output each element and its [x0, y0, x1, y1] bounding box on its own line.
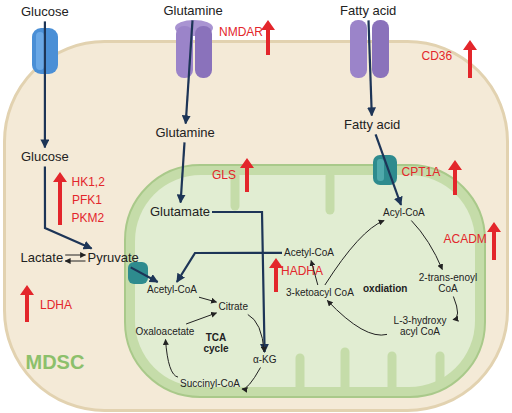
- metabolite-name: Glutamine: [156, 126, 215, 141]
- metabolite-node: Fatty acid: [344, 118, 400, 133]
- receptor-label: NMDAR: [219, 26, 263, 40]
- enzyme-label: LDHA: [40, 299, 72, 313]
- metabolite-name: L-3-hydroxy acyl CoA: [389, 315, 451, 338]
- metabolite-node: Glutamine: [164, 4, 223, 19]
- enzyme-label: CPT1A: [402, 166, 441, 180]
- cell-body: MDSC Glucose Glutamine Fatty acidGlutamateL…: [3, 40, 509, 412]
- metabolite-name: Acyl-CoA: [383, 207, 425, 219]
- metabolite-node: Oxaloacetate: [136, 326, 195, 338]
- metabolite-name: 3-ketoacyl CoA: [286, 287, 354, 299]
- enzyme-label: HK1,2: [72, 176, 105, 190]
- metabolite-name: α-KG: [253, 354, 277, 366]
- metabolite-node: Fatty acid: [340, 4, 396, 19]
- metabolite-name: Acetyl-CoA: [147, 284, 197, 296]
- metabolite-node: 3-ketoacyl CoA: [286, 287, 354, 299]
- metabolite-name: Glutamine: [164, 4, 223, 19]
- receptor-label: CD36: [422, 50, 453, 64]
- metabolite-node: Glutamate: [150, 205, 210, 220]
- metabolite-node: Acetyl-CoA: [284, 247, 334, 259]
- metabolite-name: Glutamate: [150, 205, 210, 220]
- enzyme-label: ACADM: [444, 233, 487, 247]
- metabolite-name: 2-trans-enoyl CoA: [417, 272, 479, 295]
- cycle-name: TCA cycle: [198, 332, 234, 355]
- metabolite-name: Succinyl-CoA: [180, 378, 240, 390]
- cycle-name: oxdiation: [363, 283, 407, 295]
- metabolite-node: Succinyl-CoA: [180, 378, 240, 390]
- metabolite-name: Citrate: [219, 301, 248, 313]
- metabolite-name: Glucose: [21, 150, 69, 165]
- metabolite-node: α-KG: [253, 354, 277, 366]
- enzyme-label: HADHA: [281, 265, 323, 279]
- metabolite-name: Glucose: [21, 5, 69, 20]
- metabolite-node: L-3-hydroxy acyl CoA: [389, 315, 451, 338]
- enzyme-label: PFK1: [72, 194, 102, 208]
- metabolite-node: Pyruvate: [88, 251, 139, 266]
- metabolite-name: Fatty acid: [344, 118, 400, 133]
- metabolite-name: Oxaloacetate: [136, 326, 195, 338]
- metabolite-node: Glucose: [21, 150, 69, 165]
- metabolite-name: Lactate: [21, 251, 64, 266]
- metabolite-name: Pyruvate: [88, 251, 139, 266]
- metabolite-node: Acyl-CoA: [383, 207, 425, 219]
- cell-name: MDSC: [26, 351, 85, 374]
- metabolite-name: Acetyl-CoA: [284, 247, 334, 259]
- metabolite-node: Glutamine: [156, 126, 215, 141]
- metabolite-name: Fatty acid: [340, 4, 396, 19]
- metabolite-node: Acetyl-CoA: [147, 284, 197, 296]
- metabolite-node: Citrate: [219, 301, 248, 313]
- metabolite-node: Lactate: [21, 251, 64, 266]
- enzyme-label: GLS: [212, 169, 236, 183]
- metabolite-node: 2-trans-enoyl CoA: [417, 272, 479, 295]
- metabolite-node: Glucose: [21, 5, 69, 20]
- enzyme-label: PKM2: [72, 212, 105, 226]
